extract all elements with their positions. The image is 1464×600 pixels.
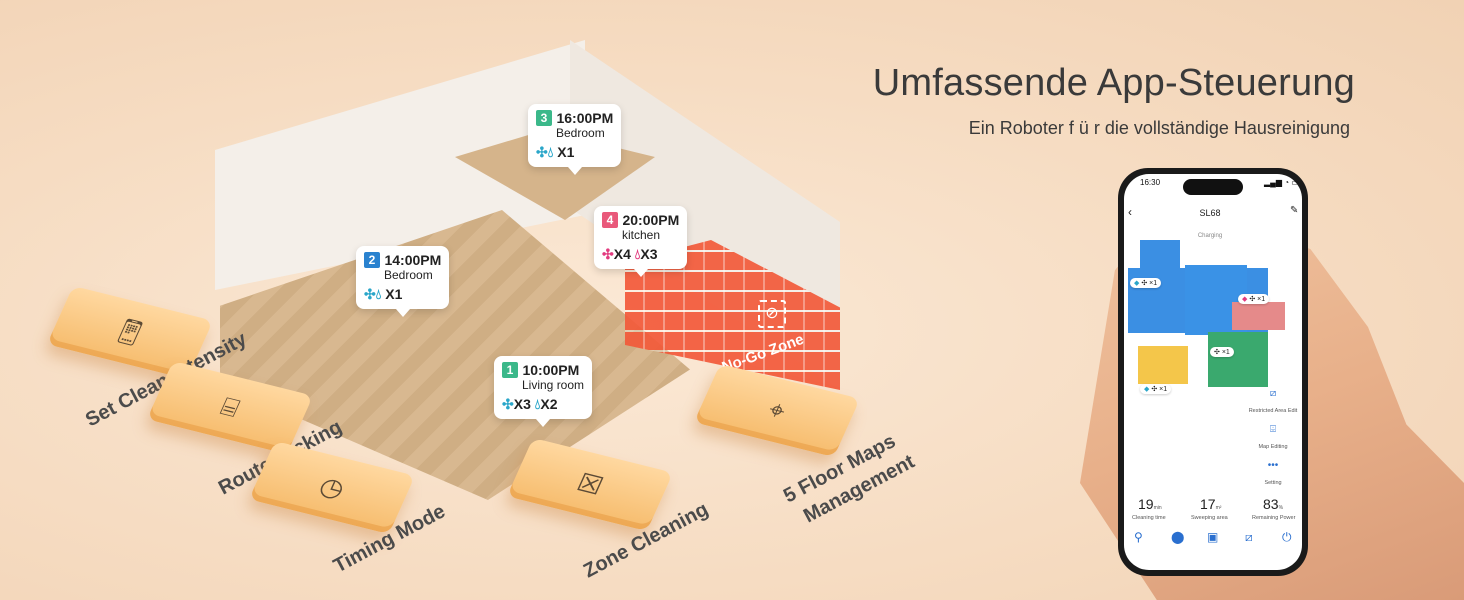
stat-label: Sweeping area [1191,515,1228,521]
power-icon[interactable]: ⏻ [1282,530,1292,544]
drop-icon: 💧︎ [375,286,382,302]
stat-unit: min [1153,505,1162,511]
bubble-number: 3 [536,110,552,126]
drop-icon: 💧︎ [634,246,641,262]
room-setting-pill[interactable]: ◆ ✣ ×1 [1140,384,1172,394]
fan-icon: ✣ [364,286,376,302]
room-setting-pill[interactable]: ◆ ✣ ×1 [1238,294,1270,304]
headline: Umfassende App-Steuerung [872,62,1355,104]
bubble-number: 1 [502,362,518,378]
stat-label: Remaining Power [1252,515,1296,521]
bubble-multiplier: X1 [557,144,575,160]
schedule-bubble-2: 2 14:00PM Bedroom ✣💧︎ X1 [356,246,450,317]
stat-sweeping-area: 17m² [1200,496,1221,514]
drop-icon: ◆ [1134,280,1140,287]
no-go-icon: ⊘ [758,300,786,328]
map-room[interactable] [1232,302,1285,330]
stat-unit: m² [1215,505,1222,511]
bubble-room: kitchen [622,228,661,242]
restricted-area-label[interactable]: Restricted Area Edit [1248,408,1298,414]
stat-cleaning-time: 19min [1138,496,1162,514]
location-icon[interactable]: ⬤ [1171,530,1185,544]
fan-icon: ✣ [1214,349,1220,356]
subline: Ein Roboter f ü r die vollständige Hausr… [968,118,1350,138]
status-time: 16:30 [1140,178,1161,187]
fan-icon: ✣ [502,396,514,412]
map-room[interactable] [1208,332,1268,387]
drop-icon: ◆ [1242,296,1248,303]
room-setting-mult: ×1 [1257,296,1266,303]
schedule-bubble-4: 4 20:00PM kitchen ✣X4 💧︎X3 [594,206,688,277]
map-editing-label[interactable]: Map Editing [1258,444,1288,450]
setting-label[interactable]: Setting [1264,480,1282,486]
drop-icon: 💧︎ [534,396,541,412]
bubble-number: 4 [602,212,618,228]
bubble-room: Living room [522,378,585,392]
map-room[interactable] [1140,240,1180,270]
status-icons: ▂▄▆ ◔ ▭ [1264,178,1299,187]
room-setting-mult: ×1 [1221,349,1230,356]
bubble-fan-multiplier: X4 [613,246,631,262]
bubble-time: 14:00PM [384,252,442,268]
bubble-drop-multiplier: X3 [640,246,658,262]
schedule-bubble-3: 3 16:00PM Bedroom ✣💧︎ X1 [528,104,622,175]
room-setting-pill[interactable]: ◆ ✣ ×1 [1130,278,1162,288]
drop-icon: ◆ [1144,386,1150,393]
stat-value: 19 [1138,496,1154,512]
fan-icon: ✣ [602,246,614,262]
more-icon[interactable]: ••• [1267,460,1279,471]
phone-notch [1183,179,1243,195]
bubble-time: 16:00PM [556,110,614,126]
device-title: SL68 [1199,208,1221,218]
schedule-bubble-1: 1 10:00PM Living room ✣X3 💧︎X2 [494,356,593,427]
bubble-room: Bedroom [556,126,605,140]
bubble-fan-multiplier: X3 [513,396,531,412]
feature-tile-zone-cleaning: ☒ [506,437,674,532]
stat-label: Cleaning time [1132,515,1166,521]
room-icon[interactable]: ▣ [1207,530,1219,544]
bubble-time: 10:00PM [522,362,580,378]
fan-icon: ✣ [536,144,548,160]
room-setting-mult: ×1 [1159,386,1168,393]
bubble-multiplier: X1 [385,286,403,302]
room-setting-mult: ×1 [1149,280,1158,287]
stat-remaining-power: 83% [1263,496,1283,514]
bubble-time: 20:00PM [622,212,680,228]
room-setting-pill[interactable]: ✣ ×1 [1210,347,1234,357]
stat-value: 83 [1263,496,1279,512]
bubble-drop-multiplier: X2 [540,396,558,412]
back-icon[interactable]: ‹ [1128,205,1132,219]
stat-value: 17 [1200,496,1216,512]
bubble-number: 2 [364,252,380,268]
bubble-room: Bedroom [384,268,433,282]
map-edit-icon[interactable]: ⌹ [1270,424,1276,435]
zone-x-icon: ☒ [572,467,608,501]
device-status: Charging [1197,233,1223,239]
map-room[interactable] [1138,346,1188,384]
edit-icon[interactable]: ✎ [1290,205,1299,216]
zone-icon[interactable]: ⧄ [1245,530,1253,544]
drop-icon: 💧︎ [547,144,554,160]
stat-unit: % [1278,505,1284,511]
restricted-area-icon[interactable]: ⧄ [1269,388,1277,399]
cleaning-icon[interactable]: ⚲ [1134,530,1143,544]
